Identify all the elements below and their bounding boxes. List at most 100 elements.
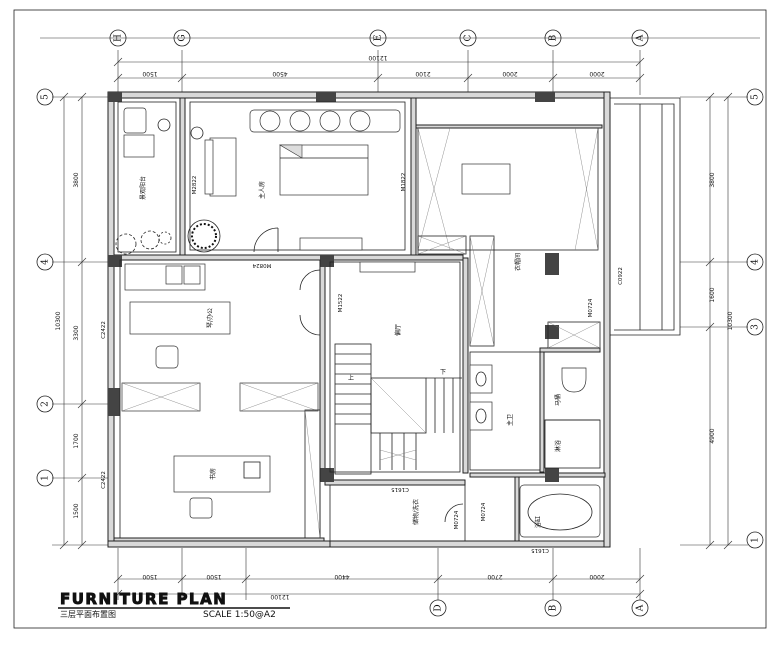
walk-in-closet: 衣帽间 C0922 M0724	[417, 127, 624, 347]
right-total-dimension: 10300	[727, 311, 734, 330]
axis-bubble-h	[109, 29, 127, 47]
door-tag-m0724: M0724	[481, 502, 487, 521]
bathtub-icon	[519, 484, 601, 538]
room-label-closet: 衣帽间	[514, 253, 522, 271]
room-label-bathtub: 浴缸	[534, 516, 542, 528]
laundry-storage: 储物/洗衣 C1615 M0724	[329, 484, 466, 542]
right-axis-grid: 5 4 3 1 3800 1600 4900 10300	[680, 88, 764, 550]
plant-icon	[187, 219, 221, 253]
top-dim-4: 2000	[502, 70, 517, 77]
window-tag-c0922: C0922	[618, 267, 624, 285]
door-tag-m1822: M1822	[401, 173, 407, 192]
axis-label-d-bottom: D	[434, 604, 444, 611]
top-total-dimension: 12100	[368, 54, 387, 61]
axis-label-4-right: 4	[751, 259, 761, 265]
lamp-icon	[190, 126, 204, 140]
basin-lower	[469, 401, 493, 431]
basin-upper	[469, 364, 493, 394]
armchair	[209, 137, 237, 197]
bottom-total-dimension: 12100	[270, 593, 289, 600]
right-dim-1: 3800	[709, 172, 716, 187]
master-bathroom: 主卫 马桶 淋浴 浴缸 M0724 C1615	[469, 321, 601, 553]
room-label-master-bedroom: 主人房	[258, 181, 266, 199]
drawing-title: FURNITURE PLAN	[60, 590, 227, 608]
axis-bubble-c	[459, 29, 477, 47]
drawing-subtitle: 三层平面布置图	[60, 609, 116, 619]
axis-label-3-right: 3	[751, 324, 761, 330]
axis-label-1-right: 1	[751, 537, 761, 543]
axis-label-b: B	[549, 34, 559, 41]
bottom-dim-4: 2700	[487, 573, 502, 580]
axis-bubble-3-right	[746, 318, 764, 336]
drawing-scale: SCALE 1:50@A2	[203, 610, 276, 620]
room-label-library: 书房	[209, 468, 217, 480]
stair-down-label: 下	[440, 369, 446, 376]
sheet-frame	[13, 9, 767, 629]
axis-bubble-a-bottom	[631, 599, 649, 617]
window-tag-c1615-upper: C1615	[391, 486, 409, 492]
top-dim-5: 2000	[589, 70, 604, 77]
window-tag-c2422-lower: C2422	[101, 471, 107, 489]
top-dim-3: 2100	[415, 70, 430, 77]
shrub-icon	[115, 233, 137, 255]
door-tag-m0724-upper: M0724	[588, 298, 594, 317]
master-bedroom: 主人房 M2822 M1822	[189, 101, 407, 253]
door-tag-m0724-lower: M0724	[454, 510, 460, 529]
window-tag-c2422-upper: C2422	[101, 321, 107, 339]
living-stair: 上 下 偏厅 M1522	[329, 261, 462, 475]
top-dim-2: 4500	[272, 70, 287, 77]
axis-label-e: E	[374, 35, 384, 42]
right-dim-3: 4900	[709, 428, 716, 443]
interior-walls	[113, 97, 606, 542]
axis-label-2-left: 2	[41, 401, 51, 407]
room-label-toilet: 马桶	[554, 394, 562, 406]
axis-label-a: A	[636, 34, 646, 42]
axis-bubble-2-left	[36, 395, 54, 413]
room-label-living: 偏厅	[394, 324, 402, 336]
left-dim-3: 1700	[73, 433, 80, 448]
room-label-balcony: 景观阳台	[139, 176, 147, 200]
axis-bubble-4-right	[746, 253, 764, 271]
bedroom-door-swing	[253, 227, 279, 253]
left-axis-grid: 5 4 2 1 10300 3800 3300 1700 1500	[36, 88, 110, 550]
axis-bubble-1-right	[746, 531, 764, 549]
room-label-master-bath: 主卫	[506, 414, 514, 426]
axis-bubble-g	[173, 29, 191, 47]
toilet-icon	[561, 367, 587, 393]
title-block: FURNITURE PLAN 三层平面布置图 SCALE 1:50@A2	[58, 590, 290, 620]
axis-label-1-left: 1	[41, 475, 51, 481]
axis-bubble-d-bottom	[429, 599, 447, 617]
staircase: 上 下	[334, 343, 462, 475]
library-desk	[173, 455, 271, 493]
axis-label-5-left: 5	[41, 94, 51, 100]
axis-label-b-bottom: B	[549, 604, 559, 611]
top-dim-1: 1500	[142, 70, 157, 77]
lounge-chair	[123, 107, 147, 134]
closet-island	[461, 163, 511, 195]
room-label-shower: 淋浴	[554, 440, 562, 452]
door-tag-m0824: M0824	[252, 262, 271, 268]
axis-bubble-a	[631, 29, 649, 47]
door-tag-m1522: M1522	[338, 294, 344, 313]
axis-bubble-b-bottom	[544, 599, 562, 617]
top-axis-grid: H G E C B A 12100 1500 4500 2100 2000 20…	[40, 29, 760, 95]
axis-label-c: C	[464, 34, 474, 41]
piano-desk	[129, 301, 231, 335]
bottom-dim-3: 4400	[334, 573, 349, 580]
room-label-study: 琴/办公	[206, 308, 214, 328]
axis-label-5-right: 5	[751, 94, 761, 100]
axis-bubble-e	[369, 29, 387, 47]
right-dim-2: 1600	[709, 287, 716, 302]
axis-label-4-left: 4	[41, 259, 51, 265]
axis-bubble-1-left	[36, 469, 54, 487]
bottom-axis-grid: D B A 1500 1500 4400 2700 2000 12100	[113, 548, 649, 617]
left-total-dimension: 10300	[55, 311, 62, 330]
door-tag-m2822: M2822	[192, 176, 198, 195]
axis-bubble-5-left	[36, 88, 54, 106]
axis-label-g: G	[178, 34, 188, 41]
left-dim-1: 3800	[73, 172, 80, 187]
axis-label-h: H	[114, 34, 124, 42]
axis-label-a-bottom: A	[636, 604, 646, 612]
